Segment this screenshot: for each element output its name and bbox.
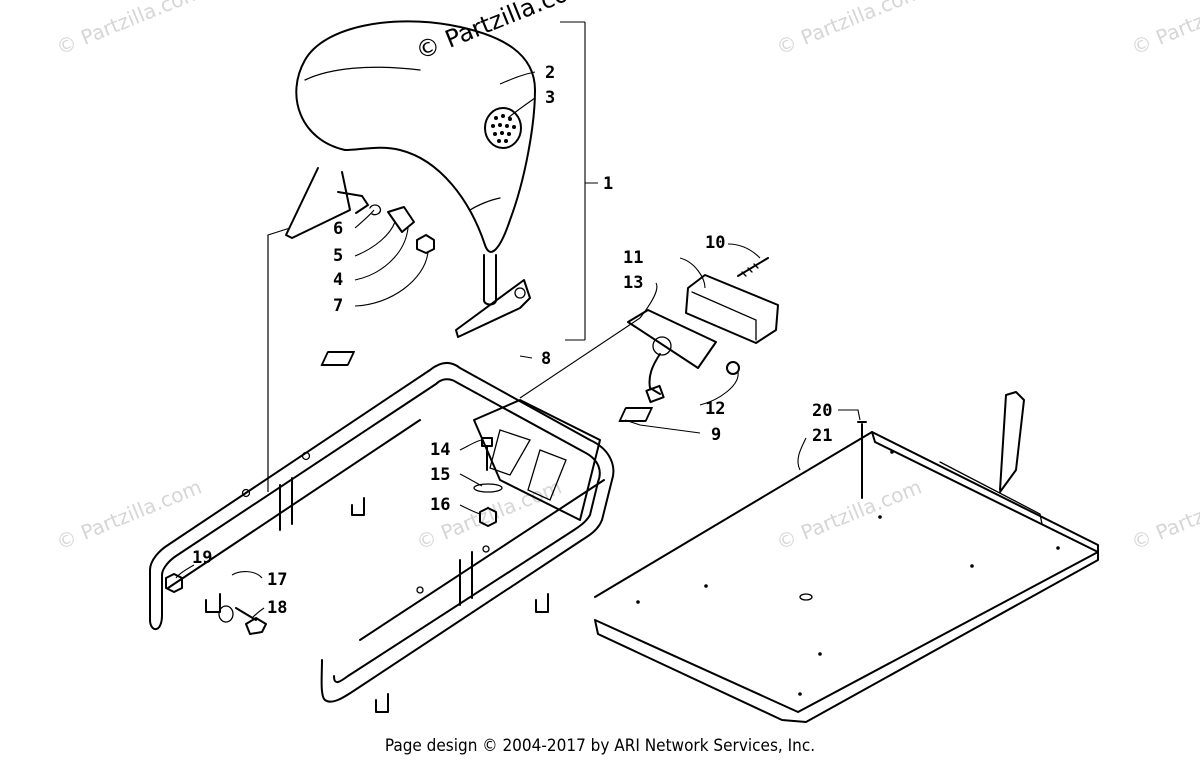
rack-hole bbox=[241, 488, 251, 498]
floor-panel-lip bbox=[871, 431, 1099, 553]
floor-panel-hole bbox=[799, 593, 813, 601]
rack-rail-front bbox=[149, 614, 163, 631]
reflector-decal bbox=[320, 351, 355, 366]
watermark: © Partzilla.com bbox=[773, 0, 925, 60]
callout-3[interactable]: 3 bbox=[545, 88, 555, 108]
callout-14[interactable]: 14 bbox=[430, 440, 450, 460]
light-bulb bbox=[726, 361, 740, 375]
floor-panel-rivet bbox=[636, 600, 640, 604]
callout-7[interactable]: 7 bbox=[333, 296, 343, 316]
rack-inner-rail bbox=[161, 378, 601, 683]
callout-16[interactable]: 16 bbox=[430, 495, 450, 515]
rack-tab bbox=[375, 693, 389, 713]
grommet bbox=[652, 336, 672, 356]
callout-6[interactable]: 6 bbox=[333, 219, 343, 239]
locknut bbox=[416, 234, 435, 254]
floor-panel-upright bbox=[999, 391, 1025, 493]
floor-panel bbox=[594, 391, 1099, 723]
backrest-vent-grille bbox=[484, 107, 522, 149]
backrest-seam bbox=[469, 197, 501, 211]
floor-panel-rivet bbox=[878, 515, 882, 519]
bracket-bolt-hole bbox=[514, 287, 526, 299]
rack-nut bbox=[165, 573, 183, 593]
rack-hole bbox=[482, 545, 490, 553]
rack-hardware bbox=[165, 437, 503, 635]
floor-panel-rivet bbox=[890, 450, 894, 454]
callout-20[interactable]: 20 bbox=[812, 401, 832, 421]
callout-11[interactable]: 11 bbox=[623, 248, 643, 268]
backrest-seam bbox=[304, 66, 421, 81]
callout-8[interactable]: 8 bbox=[541, 349, 551, 369]
watermark: © Partzilla.com bbox=[1128, 475, 1200, 555]
rack-slot bbox=[527, 449, 567, 501]
light-wiring-harness bbox=[648, 353, 661, 395]
backrest-post bbox=[483, 254, 497, 306]
watermark-prominent: © Partzilla.com bbox=[412, 0, 594, 66]
footer-copyright: Page design © 2004-2017 by ARI Network S… bbox=[384, 736, 816, 756]
backrest-bracket-lower bbox=[455, 279, 531, 338]
harness-connector bbox=[645, 384, 665, 404]
callout-9[interactable]: 9 bbox=[711, 425, 721, 445]
callout-13[interactable]: 13 bbox=[623, 273, 643, 293]
rack-tab bbox=[535, 593, 549, 613]
rear-rack bbox=[149, 362, 615, 713]
rack-tab bbox=[351, 497, 365, 516]
callout-12[interactable]: 12 bbox=[705, 399, 725, 419]
floor-panel-outline bbox=[594, 431, 1099, 723]
watermark: © Partzilla.com bbox=[773, 475, 925, 555]
callout-17[interactable]: 17 bbox=[267, 570, 287, 590]
floor-panel-fastener bbox=[857, 421, 867, 499]
rack-lower-rail bbox=[167, 419, 605, 641]
rack-upright bbox=[459, 551, 473, 606]
callout-2[interactable]: 2 bbox=[545, 63, 555, 83]
floor-panel-rivet bbox=[798, 692, 802, 696]
screw-thread bbox=[741, 263, 759, 277]
tail-light-gasket bbox=[627, 309, 717, 369]
rack-washer bbox=[473, 483, 503, 493]
backrest-cushion bbox=[295, 20, 536, 253]
watermark: © Partzilla.com bbox=[53, 475, 205, 555]
rack-hole bbox=[301, 451, 311, 461]
callout-1[interactable]: 1 bbox=[603, 174, 613, 194]
backrest-bracket-upper bbox=[285, 167, 351, 239]
tail-light-housing bbox=[685, 274, 779, 344]
floor-panel-rivet bbox=[970, 564, 974, 568]
rack-tab bbox=[205, 593, 221, 613]
lock-washer bbox=[218, 605, 234, 623]
callout-15[interactable]: 15 bbox=[430, 465, 450, 485]
backrest-assembly bbox=[285, 20, 536, 338]
callout-21[interactable]: 21 bbox=[812, 426, 832, 446]
callout-19[interactable]: 19 bbox=[192, 548, 212, 568]
rack-slot bbox=[489, 429, 531, 476]
latch-bracket bbox=[387, 206, 415, 233]
callout-5[interactable]: 5 bbox=[333, 246, 343, 266]
callout-10[interactable]: 10 bbox=[705, 233, 725, 253]
rack-outer-rail bbox=[149, 362, 615, 703]
callout-18[interactable]: 18 bbox=[267, 598, 287, 618]
rack-hole bbox=[416, 586, 424, 594]
floor-panel-rivet bbox=[818, 652, 822, 656]
floor-panel-rivet bbox=[1056, 546, 1060, 550]
callouts: 1 2 3 6 5 4 7 8 9 10 11 13 12 14 15 16 2… bbox=[192, 63, 832, 618]
watermark: © Partzilla.com bbox=[53, 0, 205, 60]
callout-4[interactable]: 4 bbox=[333, 270, 343, 290]
reflector-decal bbox=[618, 407, 653, 422]
rack-upright bbox=[279, 477, 293, 531]
rack-nut bbox=[479, 507, 497, 527]
mount-bolt bbox=[235, 607, 267, 635]
tail-light-lens bbox=[691, 291, 757, 341]
washer bbox=[369, 204, 382, 216]
floor-panel-rivet bbox=[704, 584, 708, 588]
cap-screw bbox=[481, 437, 493, 471]
tail-light-assembly bbox=[627, 257, 779, 404]
watermark: © Partzilla.com bbox=[1128, 0, 1200, 60]
floor-panel-edge bbox=[939, 461, 1043, 525]
leader-lines bbox=[175, 21, 861, 619]
spring-clip bbox=[337, 191, 369, 214]
